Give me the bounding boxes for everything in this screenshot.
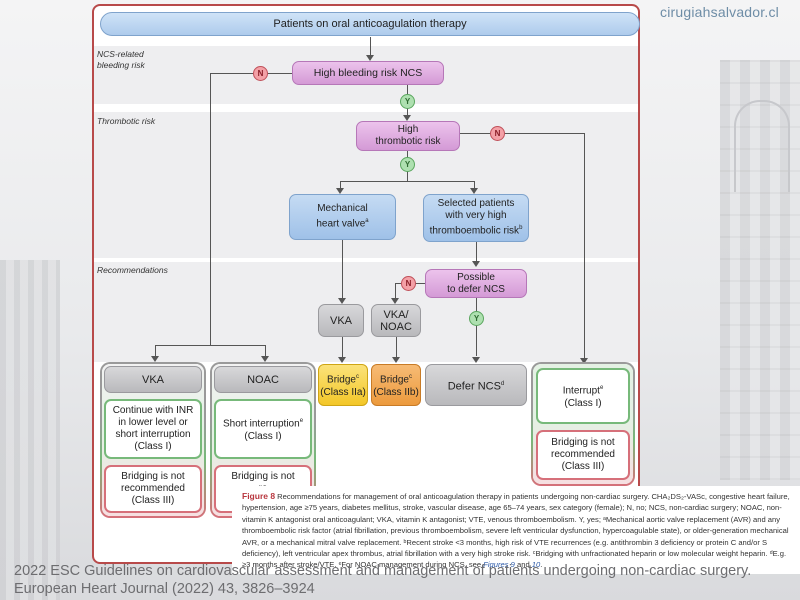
high-bleeding-risk-box: High bleeding risk NCS bbox=[292, 61, 444, 85]
noac-short-interruption-box: Short interruptione(Class I) bbox=[214, 399, 312, 459]
connector bbox=[265, 345, 266, 359]
defer-ncs-label: Defer NCSd bbox=[447, 380, 505, 393]
vka-continue-label: Continue with INR in lower level or shor… bbox=[112, 405, 194, 452]
caption-end: . bbox=[540, 560, 543, 570]
caption-figure-link-10[interactable]: 10 bbox=[531, 560, 541, 570]
bridge-class-iib-label: Bridgec(Class IIb) bbox=[373, 374, 419, 398]
badge-yes: Y bbox=[469, 311, 484, 326]
vka-continue-box: Continue with INR in lower level or shor… bbox=[104, 399, 202, 459]
vka-header-label: VKA bbox=[141, 373, 164, 386]
patients-on-oac-label: Patients on oral anticoagulation therapy bbox=[273, 18, 467, 30]
vka-middle-label: VKA bbox=[329, 314, 352, 327]
connector bbox=[476, 298, 477, 356]
vka-noac-middle-box: VKA/ NOAC bbox=[371, 304, 421, 337]
arrow-head bbox=[366, 55, 374, 61]
figure-caption: Figure 8 Recommendations for management … bbox=[232, 486, 800, 574]
brand-watermark: cirugiahsalvador.cl bbox=[660, 4, 779, 20]
arrow-head bbox=[472, 261, 480, 267]
arrow-head bbox=[338, 298, 346, 304]
arrow-head bbox=[336, 188, 344, 194]
connector bbox=[340, 181, 341, 191]
connector bbox=[342, 337, 343, 360]
interrupt-label: Interrupte(Class I) bbox=[562, 385, 604, 409]
connector bbox=[370, 37, 371, 59]
caption-figure-link-9[interactable]: Figures 9 bbox=[483, 560, 515, 570]
badge-no: N bbox=[490, 126, 505, 141]
badge-no: N bbox=[253, 66, 268, 81]
badge-no: N bbox=[401, 276, 416, 291]
connector bbox=[476, 242, 477, 263]
connector bbox=[395, 283, 396, 301]
connector bbox=[474, 181, 475, 191]
connector bbox=[155, 345, 265, 346]
connector bbox=[460, 133, 584, 134]
connector bbox=[342, 240, 343, 301]
bridge-class-iia-box: Bridgec(Class IIa) bbox=[318, 364, 368, 406]
connector bbox=[584, 133, 585, 361]
section-label-recommendations: Recommendations bbox=[97, 265, 168, 275]
connector bbox=[155, 345, 156, 359]
possible-to-defer-label: Possible to defer NCS bbox=[447, 271, 505, 295]
citation-line-2: European Heart Journal (2022) 43, 3826–3… bbox=[14, 581, 315, 597]
arrow-head bbox=[261, 356, 269, 362]
bridge-class-iib-box: Bridgec(Class IIb) bbox=[371, 364, 421, 406]
background-building-right bbox=[720, 60, 800, 480]
interrupt-bridging-box: Bridging is not recommended (Class III) bbox=[536, 430, 630, 480]
selected-patients-label: Selected patients with very high thrombo… bbox=[429, 198, 523, 237]
vka-header-box: VKA bbox=[104, 366, 202, 393]
vka-bridging-box: Bridging is not recommended (Class III) bbox=[104, 465, 202, 513]
defer-ncs-box: Defer NCSd bbox=[425, 364, 527, 406]
connector bbox=[340, 181, 474, 182]
citation-line-1: 2022 ESC Guidelines on cardiovascular as… bbox=[14, 563, 752, 579]
arrow-head bbox=[472, 357, 480, 363]
vka-noac-middle-label: VKA/ NOAC bbox=[380, 308, 412, 333]
section-label-thrombotic: Thrombotic risk bbox=[97, 116, 156, 126]
caption-text: Recommendations for management of oral a… bbox=[242, 492, 790, 570]
vka-bridging-label: Bridging is not recommended (Class III) bbox=[121, 471, 185, 506]
mechanical-heart-valve-label: Mechanical heart valvea bbox=[316, 203, 369, 230]
bridge-class-iia-label: Bridgec(Class IIa) bbox=[320, 374, 366, 398]
arrow-head bbox=[392, 357, 400, 363]
high-bleeding-risk-label: High bleeding risk NCS bbox=[313, 67, 423, 79]
noac-short-interruption-label: Short interruptione(Class I) bbox=[222, 418, 304, 442]
section-band-recommendations bbox=[94, 262, 638, 362]
mechanical-heart-valve-box: Mechanical heart valvea bbox=[289, 194, 396, 240]
selected-patients-box: Selected patients with very high thrombo… bbox=[423, 194, 529, 242]
arrow-head bbox=[403, 115, 411, 121]
high-thrombotic-risk-label: High thrombotic risk bbox=[375, 124, 441, 147]
caption-conjunction: and bbox=[514, 560, 532, 570]
high-thrombotic-risk-box: High thrombotic risk bbox=[356, 121, 460, 151]
arrow-head bbox=[338, 357, 346, 363]
noac-header-box: NOAC bbox=[214, 366, 312, 393]
arrow-head bbox=[580, 358, 588, 364]
figure-label: Figure 8 bbox=[242, 491, 276, 501]
arrow-head bbox=[470, 188, 478, 194]
noac-header-label: NOAC bbox=[247, 373, 279, 386]
connector bbox=[210, 73, 292, 74]
interrupt-box: Interrupte(Class I) bbox=[536, 368, 630, 424]
citation: 2022 ESC Guidelines on cardiovascular as… bbox=[14, 562, 751, 598]
background-building-left bbox=[0, 260, 60, 600]
vka-middle-box: VKA bbox=[318, 304, 364, 337]
arrow-head bbox=[391, 298, 399, 304]
connector bbox=[396, 337, 397, 360]
section-label-bleeding: NCS-related bleeding risk bbox=[97, 49, 145, 70]
arrow-head bbox=[151, 356, 159, 362]
interrupt-bridging-label: Bridging is not recommended (Class III) bbox=[551, 437, 615, 472]
connector bbox=[210, 73, 211, 345]
patients-on-oac-box: Patients on oral anticoagulation therapy bbox=[100, 12, 640, 36]
badge-yes: Y bbox=[400, 157, 415, 172]
possible-to-defer-box: Possible to defer NCS bbox=[425, 269, 527, 298]
badge-yes: Y bbox=[400, 94, 415, 109]
